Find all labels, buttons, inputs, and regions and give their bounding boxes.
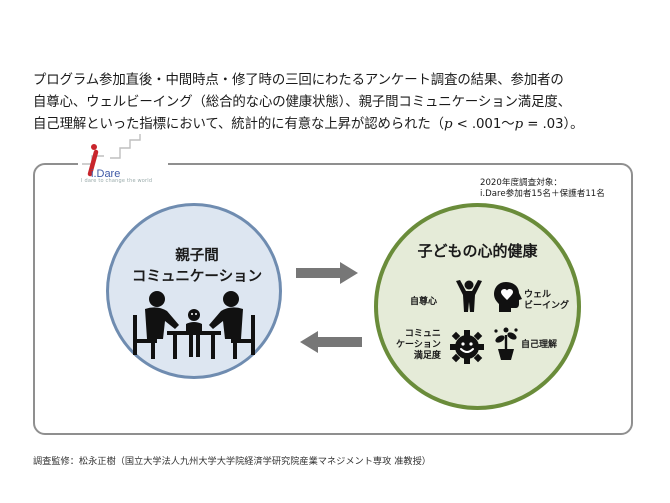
survey-target-line-2: i.Dare参加者15名＋保護者11名 xyxy=(480,189,605,200)
self-understanding-label: 自己理解 xyxy=(521,340,557,351)
intro-paragraph: プログラム参加直後・中間時点・修了時の三回にわたるアンケート調査の結果、参加者の… xyxy=(33,70,643,136)
plant-growth-icon xyxy=(493,327,519,361)
survey-target: 2020年度調査対象： i.Dare参加者15名＋保護者11名 xyxy=(480,178,605,200)
child-mental-health-circle: 子どもの心的健康 自尊心 ウェル ビーイング コミュニ ケーション 満足度 xyxy=(374,203,581,410)
parent-child-communication-circle: 親子間 コミュニケーション xyxy=(106,203,282,379)
supervision-credit: 調査監修：松永正樹（国立大学法人九州大学大学院経済学研究院産業マネジメント専攻 … xyxy=(33,453,431,467)
wellbeing-label: ウェル ビーイング xyxy=(524,290,569,312)
survey-target-line-1: 2020年度調査対象： xyxy=(480,178,605,189)
smile-gear-icon xyxy=(450,330,484,364)
logo-mark-icon: i.Dare xyxy=(78,134,168,194)
p-symbol-2: p xyxy=(515,117,523,132)
logo: i.Dare I dare to change the world xyxy=(78,134,168,194)
intro-line-3: 自己理解といった指標において、統計的に有意な上昇が認められた（p < .001〜… xyxy=(33,114,643,136)
arrow-left-icon xyxy=(300,331,362,353)
communication-satisfaction-label: コミュニ ケーション 満足度 xyxy=(396,329,441,362)
left-circle-title: 親子間 コミュニケーション xyxy=(109,246,285,288)
intro-line-2: 自尊心、ウェルビーイング（総合的な心の健康状態）、親子間コミュニケーション満足度… xyxy=(33,92,643,114)
logo-tagline: I dare to change the world xyxy=(81,178,152,184)
meeting-people-icon xyxy=(123,289,265,361)
arrow-right-icon xyxy=(296,262,358,284)
person-raised-arms-icon xyxy=(454,279,484,313)
head-heart-icon xyxy=(493,281,523,313)
self-esteem-label: 自尊心 xyxy=(410,297,437,308)
intro-line-1: プログラム参加直後・中間時点・修了時の三回にわたるアンケート調査の結果、参加者の xyxy=(33,70,643,92)
right-circle-title: 子どもの心的健康 xyxy=(378,240,577,261)
